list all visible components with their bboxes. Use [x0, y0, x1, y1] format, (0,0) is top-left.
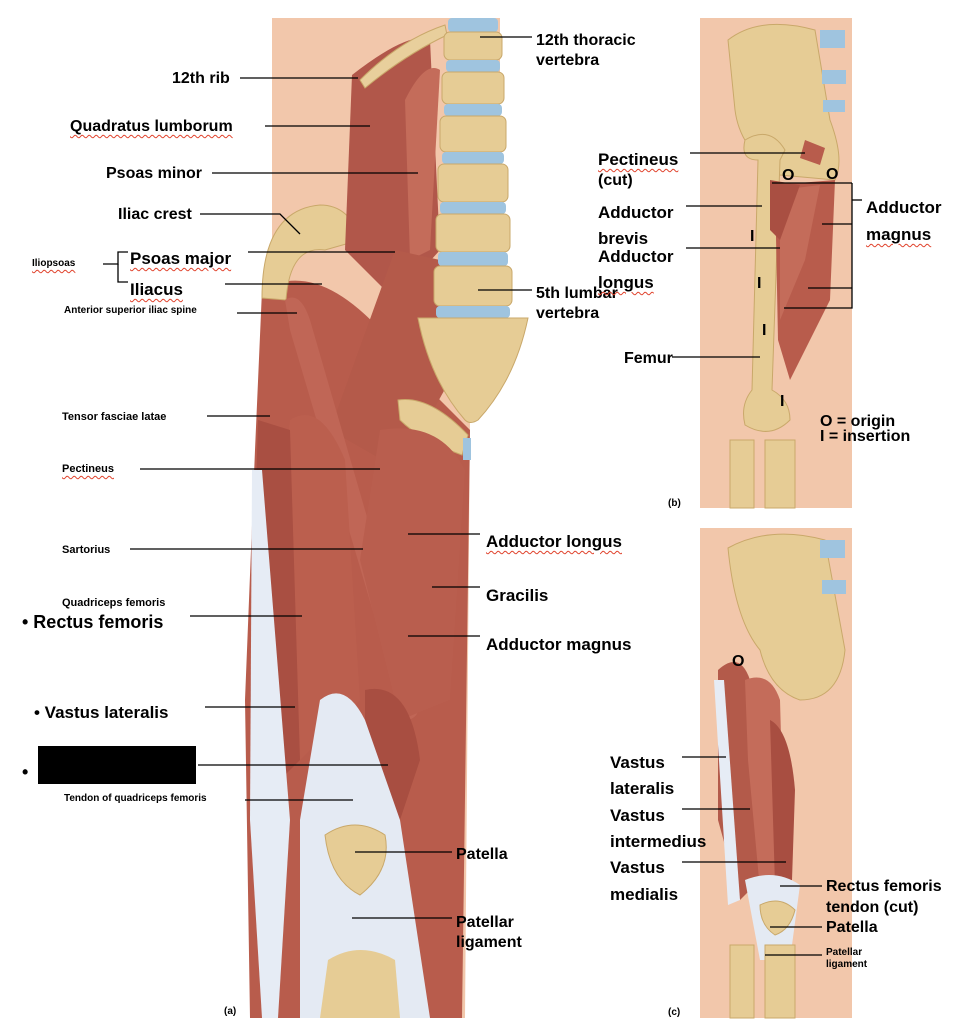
marker-insertion-b1: I	[750, 228, 755, 245]
label-rf-tendon-line1: Rectus femoris	[826, 878, 942, 895]
label-l5-line2: vertebra	[536, 305, 600, 322]
vastus-medialis-c	[770, 720, 795, 885]
label-gracilis: Gracilis	[486, 586, 549, 605]
label-bullet-redacted: •	[22, 762, 29, 782]
panel-c-art	[682, 528, 852, 1019]
psoas-minor-muscle	[405, 68, 440, 260]
label-vastus-intermedius-line2: intermedius	[610, 832, 707, 851]
label-adductor-longus: Adductor longus	[486, 532, 622, 552]
label-t12-line2: vertebra	[536, 52, 600, 69]
adductor-longus-b	[780, 185, 820, 320]
adductor-brevis-b	[770, 180, 800, 240]
label-asis: Anterior superior iliac spine	[64, 305, 197, 316]
panel-b-art	[672, 18, 862, 509]
vertebral-column-a	[417, 18, 529, 423]
label-femur-b: Femur	[624, 350, 673, 367]
label-vastus-lateralis-c-line1: Vastus	[610, 753, 665, 772]
label-patellar-ligament-a-line1: Patellar	[456, 914, 514, 931]
patella-bone-a	[324, 824, 387, 896]
label-patellar-ligament-c-line2: ligament	[826, 959, 868, 970]
caption-b: (b)	[668, 498, 681, 509]
label-rf-tendon-line2: tendon (cut)	[826, 899, 919, 916]
label-iliopsoas: Iliopsoas	[32, 258, 76, 269]
itb-c	[714, 680, 740, 905]
label-quadriceps-femoris: Quadriceps femoris	[62, 597, 166, 609]
label-adductor-longus-text: Adductor longus	[486, 532, 622, 551]
label-pectineus-cut-b: (cut)	[598, 172, 633, 189]
label-pectineus-b: Pectineus	[598, 150, 679, 169]
label-adductor-longus-b-line2: longus	[598, 273, 654, 292]
label-vastus-intermedius-line1: Vastus	[610, 806, 665, 825]
spine-b	[820, 30, 846, 112]
marker-insertion-b2: I	[757, 275, 762, 292]
label-adductor-magnus-b-line2: magnus	[866, 225, 932, 244]
label-adductor-longus-b-line1: Adductor	[598, 247, 674, 266]
label-quadratus-lumborum: Quadratus lumborum	[70, 118, 233, 135]
label-adductor-magnus-b-line1: Adductor	[866, 198, 942, 217]
label-rectus-femoris: • Rectus femoris	[22, 612, 164, 632]
rib12-bone	[359, 24, 448, 89]
label-vastus-lateralis-c-line2: lateralis	[610, 779, 675, 798]
redaction-box	[38, 746, 196, 784]
legend-insertion: I = insertion	[820, 428, 911, 445]
label-patellar-ligament-a-line2: ligament	[456, 934, 522, 951]
label-psoas-minor: Psoas minor	[106, 165, 203, 182]
ilium-bone-a	[261, 204, 361, 301]
label-12th-rib: 12th rib	[172, 70, 230, 87]
caption-a: (a)	[224, 1006, 237, 1017]
leader-lines-b	[672, 152, 862, 358]
label-t12-line1: 12th thoracic	[536, 32, 636, 49]
legend-origin: O = origin	[820, 413, 896, 430]
label-patella-c: Patella	[826, 919, 878, 936]
panel-a-art	[103, 18, 532, 1018]
iliotibial-band	[250, 470, 290, 1018]
label-psoas-major: Psoas major	[130, 249, 232, 268]
label-l5-line1: 5th lumbar	[536, 285, 618, 302]
marker-origin-b2: O	[826, 166, 839, 183]
label-patella-a: Patella	[456, 846, 508, 863]
caption-c: (c)	[668, 1007, 681, 1018]
label-adductor-magnus: Adductor magnus	[486, 635, 632, 654]
label-adductor-brevis-line2: brevis	[598, 229, 649, 248]
label-vastus-lateralis: • Vastus lateralis	[34, 703, 169, 722]
label-vastus-medialis-line2: medialis	[610, 885, 679, 904]
marker-origin-c: O	[732, 653, 745, 670]
label-sartorius: Sartorius	[62, 544, 111, 556]
label-tensor-fasciae-latae: Tensor fasciae latae	[62, 411, 167, 423]
label-adductor-brevis-line1: Adductor	[598, 203, 674, 222]
label-pectineus: Pectineus	[62, 463, 114, 475]
marker-origin-b1: O	[782, 167, 795, 184]
marker-insertion-b3: I	[762, 322, 767, 339]
pelvis-bone-c	[727, 533, 846, 701]
pectineus-cut-b	[800, 140, 825, 165]
label-iliacus: Iliacus	[130, 280, 183, 299]
label-quad-tendon: Tendon of quadriceps femoris	[64, 793, 207, 804]
adductor-group-muscle	[360, 428, 465, 720]
marker-insertion-b4: I	[780, 393, 785, 410]
label-iliac-crest: Iliac crest	[118, 206, 192, 223]
label-vastus-medialis-line1: Vastus	[610, 858, 665, 877]
label-patellar-ligament-c-line1: Patellar	[826, 947, 863, 958]
tibia-top-a	[320, 950, 400, 1018]
leader-lines-c	[682, 756, 822, 956]
spine-c	[820, 540, 846, 594]
leader-lines-a	[103, 36, 532, 919]
